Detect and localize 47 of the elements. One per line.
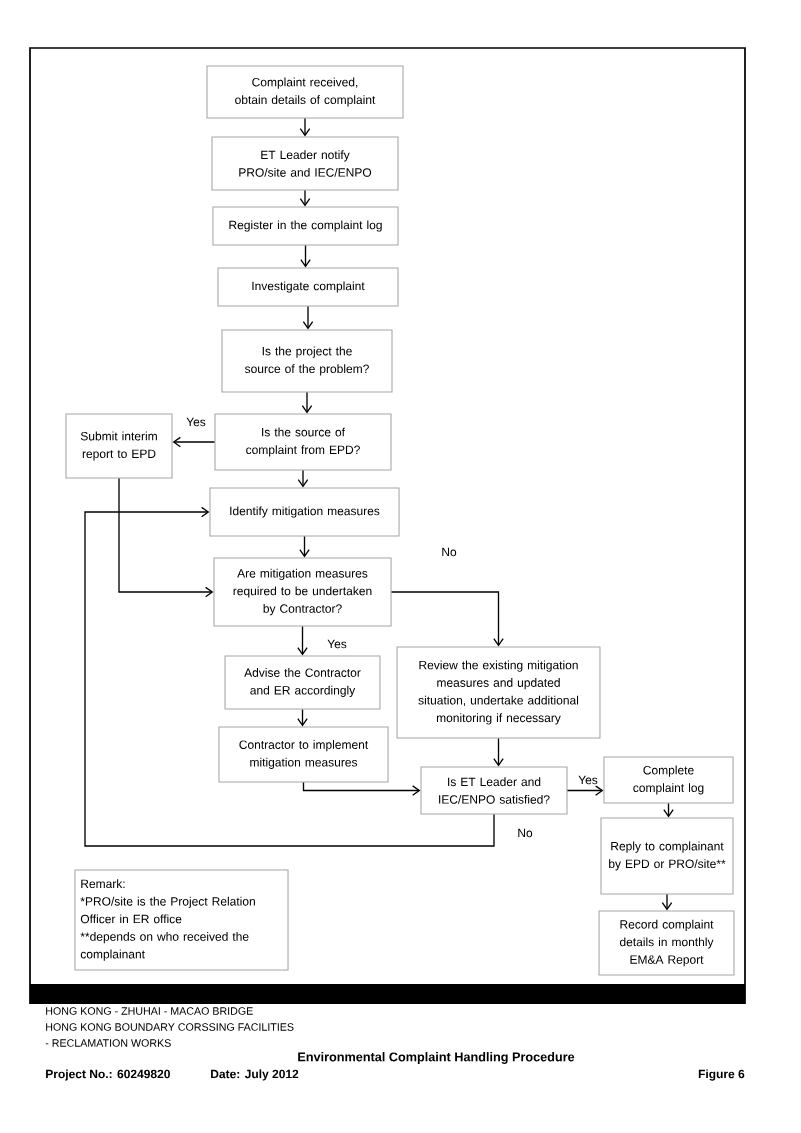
decision-box: Is ET Leader and IEC/ENPO satisfied? [420,766,568,815]
title-block-text: Date: July 2012 [211,1069,299,1081]
arrow [390,591,504,647]
arrow [302,305,314,330]
process-box: Record complaint details in monthly EM&A Report [598,910,735,976]
arrow [663,802,674,818]
process-box: Reply to complainant by EPD or PRO/site** [600,817,734,895]
arrow [566,785,604,796]
arrow [493,737,504,767]
process-box: Complaint received, obtain details of complaint [206,65,404,119]
remark-box: Remark: *PRO/site is the Project Relation Officer in ER office **depends on who received the complainant [74,869,289,971]
title: Environmental Complaint Handling Procedure [298,1052,575,1064]
edge-label: No [440,546,458,558]
decision-box: Is the source of complaint from EPD? [214,413,392,471]
arrow [299,189,311,207]
arrow [297,708,308,727]
arrow [297,625,308,656]
title-block-text: HONG KONG BOUNDARY CORSSING FACILITIES [46,1023,294,1031]
edge-label: Yes [325,638,349,650]
arrow [118,477,214,598]
title-block-text: Project No.: 60249820 [46,1069,170,1081]
process-box: Complete complaint log [603,756,734,804]
edge-label: No [516,827,534,839]
edge-label: Yes [576,774,600,786]
process-box: Contractor to implement mitigation measures [218,726,389,783]
arrow [299,117,311,137]
arrow [297,469,309,488]
title-block-text: HONG KONG - ZHUHAI - MACAO BRIDGE [46,1007,253,1015]
arrow [661,893,673,911]
arrow [172,436,216,448]
arrow [301,391,313,414]
process-box: Register in the complaint log [212,206,399,246]
arrow [299,535,310,558]
process-box: Submit interim report to EPD [65,413,173,479]
edge-label: Yes [184,416,208,428]
process-box: ET Leader notify PRO/site and IEC/ENPO [211,136,399,191]
process-box: Review the existing mitigation measures and updated situation, undertake additional monitoring if necessary [396,646,601,739]
arrow [84,506,495,847]
process-box: Identify mitigation measures [209,487,400,537]
decision-box: Is the project the source of the problem? [221,329,393,393]
title-block-text: Figure 6 [698,1069,745,1081]
arrow [302,781,421,796]
arrow [300,244,311,268]
decision-box: Are mitigation measures required to be undertaken by Contractor? [213,557,392,627]
process-box: Investigate complaint [217,267,399,307]
title-block-text: - RECLAMATION WORKS [45,1039,171,1047]
process-box: Advise the Contractor and ER accordingly [224,655,381,710]
